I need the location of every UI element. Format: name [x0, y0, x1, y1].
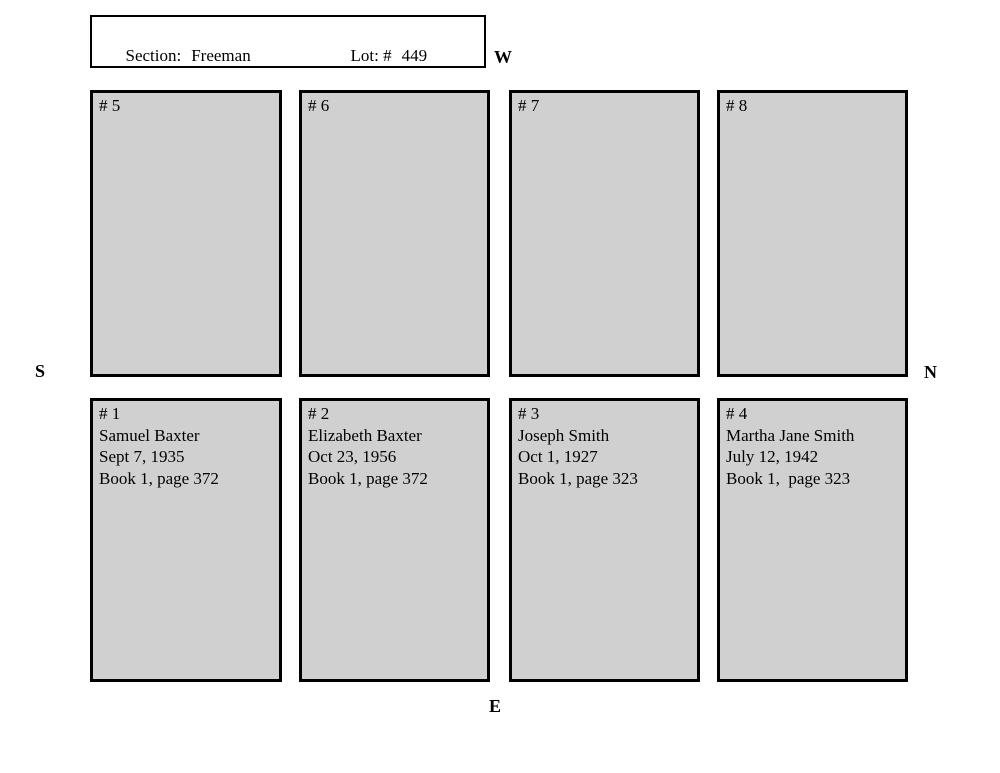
plot-6: # 6: [299, 90, 490, 377]
compass-south-label: S: [35, 361, 46, 381]
plot-date: Oct 23, 1956: [308, 447, 397, 466]
plot-number: # 2: [308, 404, 330, 423]
plot-date: Oct 1, 1927: [518, 447, 598, 466]
plot-4: # 4 Martha Jane Smith July 12, 1942 Book…: [717, 398, 908, 682]
plot-occupant-name: Samuel Baxter: [99, 425, 200, 445]
plot-number: # 6: [308, 96, 330, 115]
compass-west-label: W: [494, 47, 512, 67]
header-box: Section: Freeman Lot: # 449: [90, 15, 486, 68]
plot-8: # 8: [717, 90, 908, 377]
section-field: Section: Freeman: [100, 26, 251, 86]
plot-record: Book 1, page 372: [99, 468, 219, 488]
plot-2: # 2 Elizabeth Baxter Oct 23, 1956 Book 1…: [299, 398, 490, 682]
plot-record: Book 1, page 323: [518, 468, 638, 488]
lot-label: Lot: #: [350, 46, 392, 65]
lot-field: Lot: # 449: [325, 26, 428, 86]
plot-number: # 1: [99, 404, 121, 423]
plot-record: Book 1, page 372: [308, 468, 428, 488]
section-value: Freeman: [191, 46, 251, 65]
plot-number: # 3: [518, 404, 540, 423]
plot-number: # 7: [518, 96, 540, 115]
plot-3: # 3 Joseph Smith Oct 1, 1927 Book 1, pag…: [509, 398, 700, 682]
plot-date: Sept 7, 1935: [99, 447, 185, 466]
plot-occupant-name: Elizabeth Baxter: [308, 425, 422, 445]
plot-1: # 1 Samuel Baxter Sept 7, 1935 Book 1, p…: [90, 398, 282, 682]
section-label: Section:: [125, 46, 182, 65]
plot-number: # 8: [726, 96, 748, 115]
compass-east-label: E: [489, 696, 502, 716]
compass-north-label: N: [924, 362, 937, 382]
lot-value: 449: [401, 46, 428, 65]
plot-number: # 5: [99, 96, 121, 115]
plot-occupant-name: Martha Jane Smith: [726, 425, 855, 445]
plot-occupant-name: Joseph Smith: [518, 425, 610, 445]
plot-number: # 4: [726, 404, 748, 423]
plot-date: July 12, 1942: [726, 447, 819, 466]
plot-5: # 5: [90, 90, 282, 377]
plot-7: # 7: [509, 90, 700, 377]
plot-record: Book 1, page 323: [726, 468, 851, 488]
